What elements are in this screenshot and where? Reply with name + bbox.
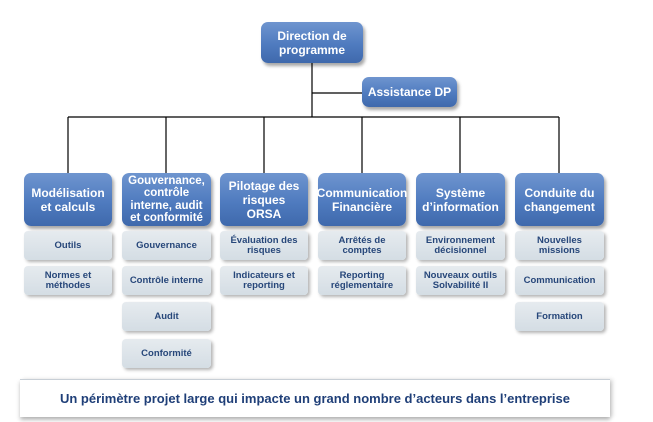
column-head-label: Pilotage des risques ORSA (228, 178, 300, 221)
sub-box-label: Évaluation des risques (230, 234, 298, 256)
sub-box-outils: Outils (24, 231, 112, 260)
column-head-modelisation: Modélisation et calculs (24, 173, 112, 226)
assistance-dp-label: Assistance DP (367, 85, 452, 99)
sub-box-arretes-comptes: Arrêtés de comptes (318, 231, 406, 260)
column-head-label: Système d’information (422, 185, 499, 214)
sub-box-label: Communication (523, 274, 596, 286)
sub-box-nouveaux-outils: Nouveaux outils Solvabilité II (416, 266, 505, 295)
column-head-pilotage-risques: Pilotage des risques ORSA (220, 173, 308, 226)
sub-box-nouvelles-missions: Nouvelles missions (515, 231, 604, 260)
column-head-label: Communication Financière (316, 185, 408, 214)
sub-box-label: Audit (154, 310, 179, 322)
sub-box-label: Formation (536, 310, 583, 322)
sub-box-label: Nouveaux outils Solvabilité II (423, 269, 498, 291)
sub-box-label: Outils (54, 239, 82, 251)
direction-programme-label: Direction de programme (277, 28, 347, 57)
sub-box-environnement-decisionnel: Environnement décisionnel (416, 231, 505, 260)
sub-box-audit: Audit (122, 302, 211, 331)
footer-banner: Un périmètre projet large qui impacte un… (20, 379, 610, 417)
sub-box-label: Gouvernance (136, 239, 197, 251)
sub-box-label: Contrôle interne (129, 274, 204, 286)
column-head-systeme-information: Système d’information (416, 173, 505, 226)
sub-box-gouvernance: Gouvernance (122, 231, 211, 260)
sub-box-label: Reporting réglementaire (330, 269, 394, 291)
sub-box-label: Environnement décisionnel (425, 234, 496, 256)
sub-box-controle-interne: Contrôle interne (122, 266, 211, 295)
column-head-label: Conduite du changement (524, 185, 595, 214)
sub-box-communication: Communication (515, 266, 604, 295)
assistance-dp-box: Assistance DP (362, 77, 457, 107)
footer-banner-text: Un périmètre projet large qui impacte un… (59, 391, 570, 406)
sub-box-evaluation-risques: Évaluation des risques (220, 231, 308, 260)
sub-box-normes-methodes: Normes et méthodes (24, 266, 112, 295)
sub-box-label: Indicateurs et reporting (233, 269, 295, 291)
sub-box-formation: Formation (515, 302, 604, 331)
sub-box-reporting-reglementaire: Reporting réglementaire (318, 266, 406, 295)
column-head-conduite-changement: Conduite du changement (515, 173, 604, 226)
sub-box-label: Nouvelles missions (537, 234, 582, 256)
column-head-communication-financiere: Communication Financière (316, 173, 408, 226)
direction-programme-box: Direction de programme (261, 22, 363, 63)
sub-box-indicateurs-reporting: Indicateurs et reporting (220, 266, 308, 295)
column-head-label: Gouvernance, contrôle interne, audit et … (128, 174, 205, 225)
sub-box-label: Conformité (141, 347, 192, 359)
column-head-label: Modélisation et calculs (31, 185, 105, 214)
column-head-gouvernance: Gouvernance, contrôle interne, audit et … (122, 173, 211, 226)
sub-box-label: Normes et méthodes (44, 269, 92, 291)
sub-box-conformite: Conformité (122, 339, 211, 368)
sub-box-label: Arrêtés de comptes (338, 234, 386, 256)
